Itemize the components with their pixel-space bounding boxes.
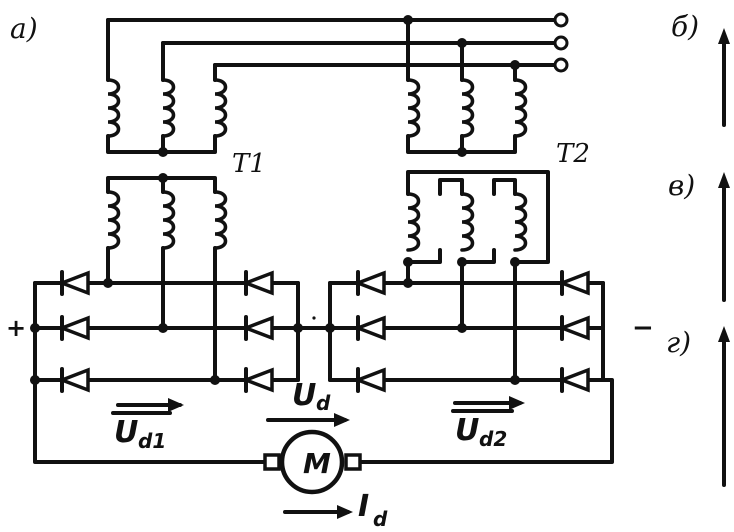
t2-label: T2	[556, 139, 590, 169]
right-edge-axes	[718, 28, 730, 487]
plus-sign: +	[6, 314, 26, 342]
motor-armature	[279, 429, 345, 495]
bridge-1-diode-left-1	[57, 270, 90, 296]
bridge-1-diode-right-3	[241, 367, 274, 393]
motor-label: M	[303, 447, 331, 480]
panel-b-label: б)	[671, 10, 699, 43]
bridge-1-diode-right-1	[241, 270, 274, 296]
bridge-2-diode-right-3	[557, 367, 590, 393]
ud2-main: U	[455, 413, 479, 448]
transformer-t1-primary	[106, 78, 228, 157]
ac-input-bus	[106, 15, 559, 82]
id-arrow: I d	[283, 489, 388, 531]
ud1-label: U d1	[111, 411, 172, 453]
bridge-1-diode-left-2	[57, 315, 90, 341]
bridge-2-diode-left-1	[353, 270, 386, 296]
id-main: I	[358, 489, 369, 524]
ud-main: U	[292, 378, 316, 413]
dc-output-loop	[33, 378, 614, 464]
ud2-label: U d2	[451, 409, 514, 451]
bridge-2-diode-right-1	[557, 270, 590, 296]
panel-a-label: а)	[10, 12, 38, 45]
terminal-phase-c	[553, 57, 569, 73]
bridge-2-diode-left-3	[353, 367, 386, 393]
transformer-t1-secondary	[106, 173, 228, 382]
minus-sign: −	[632, 313, 654, 343]
ac-input-terminals	[553, 12, 569, 73]
ud2-arrow	[453, 396, 525, 410]
t1-label: T1	[232, 149, 266, 179]
terminal-phase-a	[553, 12, 569, 28]
bridge-1	[30, 270, 303, 393]
bridge-1-diode-right-2	[241, 315, 274, 341]
bridge-2-diode-left-2	[353, 315, 386, 341]
bridge-2-diode-right-2	[557, 315, 590, 341]
panel-v-label: в)	[668, 169, 695, 202]
panel-g-label: г)	[666, 326, 691, 359]
ud1-main: U	[114, 415, 138, 450]
bridge-1-diode-left-3	[57, 367, 90, 393]
ud1-sub: d1	[138, 429, 166, 453]
ud-sub: d	[316, 391, 331, 415]
bridge-2	[325, 270, 605, 393]
ud1-arrow	[116, 398, 184, 412]
terminal-phase-b	[553, 35, 569, 51]
transformer-t2-primary	[406, 78, 528, 157]
id-sub: d	[373, 507, 388, 531]
motor: M	[263, 429, 362, 495]
ud-arrow: U d	[266, 378, 350, 427]
ud2-sub: d2	[479, 427, 507, 451]
transformer-t2-secondary-delta	[403, 170, 550, 382]
